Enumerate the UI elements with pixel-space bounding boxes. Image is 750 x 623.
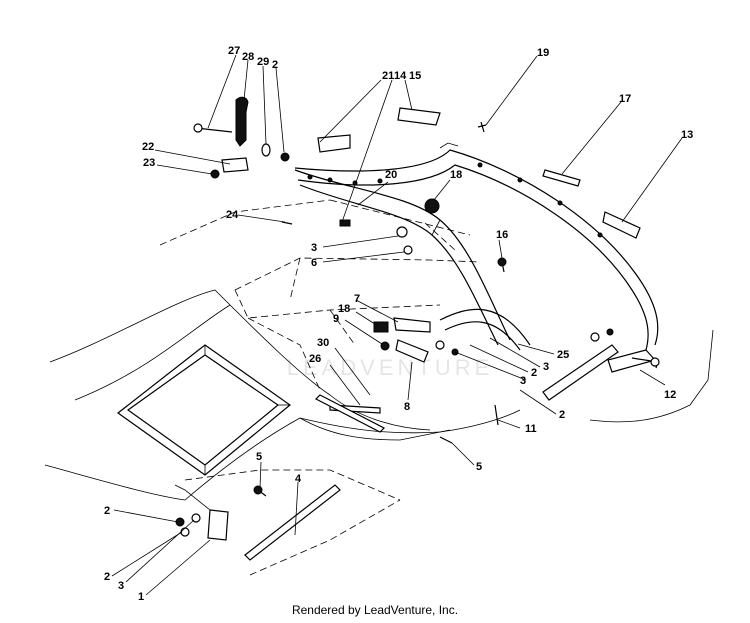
bracket-20 [294,169,511,346]
callout-2c: 2 [559,409,565,421]
callout-29: 29 [257,56,269,68]
callout-25: 25 [557,349,569,361]
bumper-28 [235,96,249,147]
brace-25 [439,308,531,351]
callout-18b: 18 [338,303,350,315]
callout-5b: 5 [476,461,482,473]
callout-2d: 2 [104,505,110,517]
hood-body [44,289,521,501]
callout-27: 27 [228,45,240,57]
callout-23: 23 [143,157,155,169]
grommet-3 [396,226,408,238]
washer-2e [180,527,190,537]
clip-14 [339,219,351,227]
screw-24 [281,221,293,225]
callout-11: 11 [525,423,537,435]
callout-7: 7 [354,293,360,305]
callout-3c: 3 [520,375,526,387]
callout-19: 19 [537,47,549,59]
grommet-18 [424,198,440,214]
body-dashed-outline [159,199,481,576]
center-hardware [314,257,507,444]
callouts: 27 28 29 2 21 14 15 19 17 13 22 23 20 18… [104,45,693,603]
plate-15 [397,107,441,126]
hardware-stack [193,96,293,225]
screw-23 [210,169,220,179]
bracket-13 [602,211,641,239]
callout-15: 15 [409,70,421,82]
callout-26: 26 [309,353,321,365]
seal-30 [314,394,386,433]
callout-9: 9 [333,313,339,325]
latch-7 [393,317,431,333]
nut-2 [280,152,290,162]
footer-credit: Rendered by LeadVenture, Inc. [291,603,459,617]
callout-5: 5 [256,451,262,463]
callout-8: 8 [404,401,410,413]
strip-17 [542,169,581,187]
callout-17: 17 [619,93,631,105]
callout-2e: 2 [104,571,110,583]
screw-11 [494,404,499,426]
callout-6: 6 [311,257,317,269]
callout-3d: 3 [118,580,124,592]
nut-6 [403,245,413,255]
bolt-19 [477,121,487,133]
callout-3b: 3 [543,361,549,373]
callout-2: 2 [272,59,278,71]
callout-2b: 2 [531,367,537,379]
bumper-frame-13 [294,142,659,373]
callout-13: 13 [681,129,693,141]
callout-18: 18 [450,169,462,181]
callout-3: 3 [311,242,317,254]
callout-4: 4 [295,473,302,485]
bracket-1 [207,509,229,541]
callout-20: 20 [385,169,397,181]
nut-9 [380,341,390,351]
callout-12: 12 [664,389,676,401]
rail-12 [542,328,714,423]
block-8 [395,339,429,363]
bracket-22 [221,157,249,173]
grommet-18b [373,321,389,333]
callout-22: 22 [142,141,154,153]
callout-30: 30 [317,337,329,349]
lower-bracket [174,484,341,561]
screw-5b [439,436,453,444]
bracket-21 [317,134,351,153]
callout-14: 14 [394,70,407,82]
callout-1: 1 [138,591,144,603]
callout-16: 16 [496,229,508,241]
callout-28: 28 [242,51,254,63]
callout-21: 21 [382,70,394,82]
washer-29 [261,143,271,157]
small-parts-top [317,107,641,239]
leader-lines [111,54,683,596]
callout-24: 24 [226,209,239,221]
plate-4 [244,484,341,561]
